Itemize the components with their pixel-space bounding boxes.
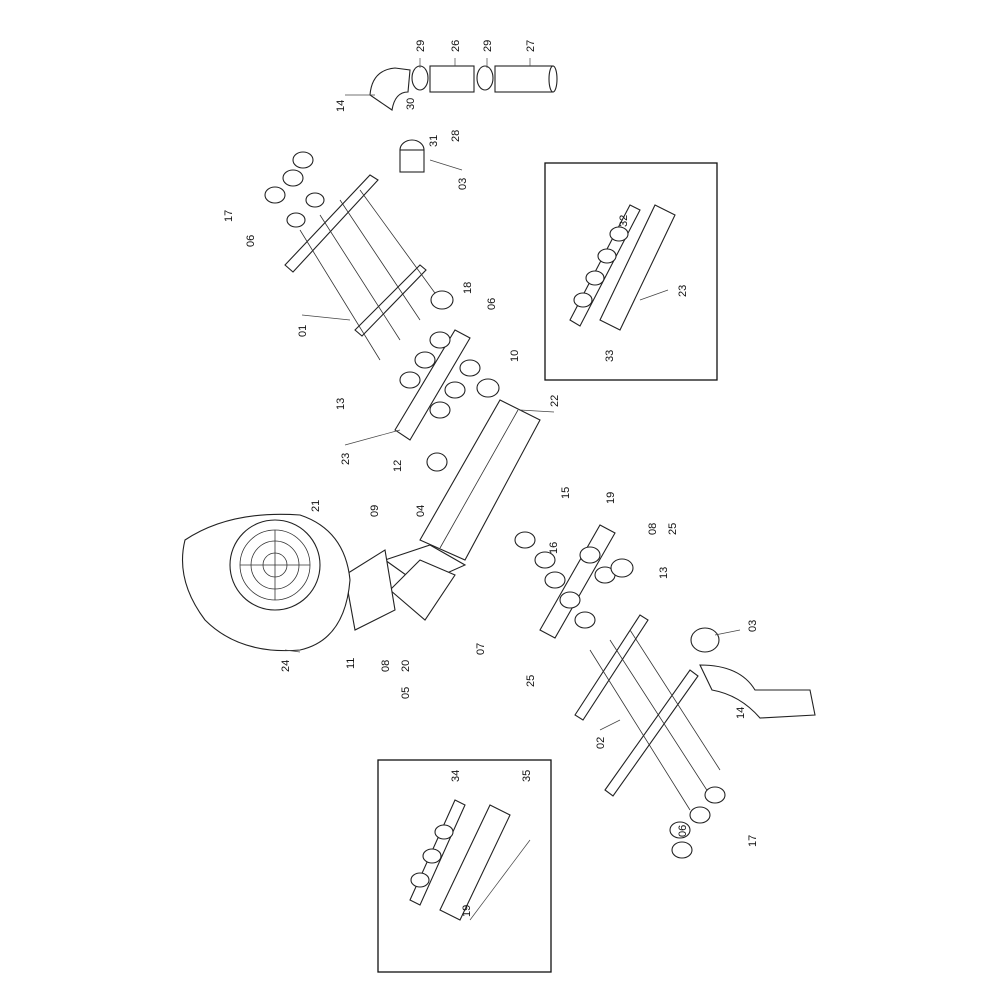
callout-31: 31 — [428, 135, 440, 147]
callout-25a: 25 — [667, 523, 679, 535]
callout-13a: 13 — [335, 398, 347, 410]
callout-16: 16 — [548, 542, 560, 554]
fan-blower — [182, 513, 351, 652]
callout-12: 12 — [392, 460, 404, 472]
callout-06b: 06 — [486, 298, 498, 310]
callout-01: 01 — [297, 325, 309, 337]
upper-pipe-bundle — [264, 151, 441, 361]
callout-03a: 03 — [457, 178, 469, 190]
inset-top-callout-33: 33 — [604, 350, 616, 362]
inset-bottom-callout-34: 34 — [450, 770, 462, 782]
callout-15: 15 — [560, 487, 572, 499]
inset-top-callout-32: 32 — [618, 215, 630, 227]
callout-17b: 17 — [747, 835, 759, 847]
callout-04: 04 — [415, 505, 427, 517]
callout-20: 20 — [400, 660, 412, 672]
inset-top-callout-23: 23 — [677, 285, 689, 297]
callout-25b: 25 — [525, 675, 537, 687]
top-pipe-assembly — [369, 65, 558, 173]
callout-labels: 29 26 29 27 14 30 28 31 03 17 06 01 18 0… — [223, 40, 759, 847]
callout-06c: 06 — [677, 825, 689, 837]
inset-bottom-callout-19: 19 — [461, 905, 473, 917]
callout-28: 28 — [450, 130, 462, 142]
callout-30: 30 — [405, 98, 417, 110]
callout-10: 10 — [509, 350, 521, 362]
callout-29b: 29 — [482, 40, 494, 52]
inset-bottom-callout-35: 35 — [521, 770, 533, 782]
callout-14b: 14 — [735, 707, 747, 719]
callout-06a: 06 — [245, 235, 257, 247]
callout-03b: 03 — [747, 620, 759, 632]
callout-18: 18 — [462, 282, 474, 294]
callout-11: 11 — [345, 658, 357, 669]
inset-bottom: 34 35 19 — [377, 759, 552, 973]
callout-08a: 08 — [647, 523, 659, 535]
callout-13b: 13 — [658, 567, 670, 579]
callout-09: 09 — [369, 505, 381, 517]
callout-17a: 17 — [223, 210, 235, 222]
callout-19a: 19 — [605, 492, 617, 504]
callout-21: 21 — [310, 500, 322, 512]
callout-29a: 29 — [415, 40, 427, 52]
callout-07: 07 — [475, 643, 487, 655]
callout-24: 24 — [280, 660, 292, 672]
callout-14a: 14 — [335, 100, 347, 112]
callout-22: 22 — [549, 395, 561, 407]
callout-26: 26 — [450, 40, 462, 52]
callout-02: 02 — [595, 737, 607, 749]
callout-08b: 08 — [380, 660, 392, 672]
leader-lines — [284, 58, 741, 731]
inset-top: 32 23 33 — [544, 162, 718, 381]
lower-pipe-bundle — [574, 614, 816, 859]
callout-05: 05 — [400, 687, 412, 699]
upper-manifold — [394, 290, 500, 472]
central-duct — [344, 399, 541, 631]
callout-27: 27 — [525, 40, 537, 52]
lower-manifold — [514, 524, 634, 639]
callout-23: 23 — [340, 453, 352, 465]
